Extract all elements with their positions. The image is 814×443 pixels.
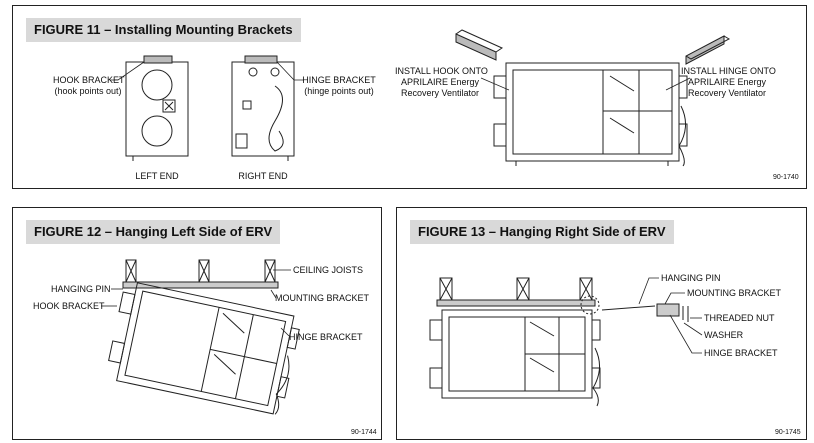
hinge-bracket-label: HINGE BRACKET (hinge points out)	[299, 75, 379, 97]
install-hinge-label-line1: INSTALL HINGE ONTO	[681, 66, 776, 76]
erv-unit-top-view	[455, 29, 731, 167]
threaded-nut-label: THREADED NUT	[704, 313, 775, 323]
install-hinge-label-line2: APRILAIRE Energy	[687, 77, 767, 87]
install-hook-label: INSTALL HOOK ONTO APRILAIRE Energy Recov…	[395, 66, 488, 99]
mounting-bracket-label: MOUNTING BRACKET	[275, 293, 370, 303]
figure-13-title: FIGURE 13 – Hanging Right Side of ERV	[410, 220, 674, 244]
install-hinge-label: INSTALL HINGE ONTO APRILAIRE Energy Reco…	[681, 66, 776, 99]
figure-13-panel: FIGURE 13 – Hanging Right Side of ERV	[396, 207, 807, 440]
figure-12-leaders	[101, 269, 291, 337]
figure-12-drawing	[101, 259, 300, 415]
ceiling-joists-label: CEILING JOISTS	[293, 265, 364, 275]
hook-bracket-label-fig12: HOOK BRACKET	[33, 301, 105, 311]
hinge-bracket-label-fig12: HINGE BRACKET	[289, 332, 363, 342]
hinge-bracket-label-line2: (hinge points out)	[304, 86, 374, 96]
right-end-unit	[231, 55, 295, 161]
hook-bracket-label-line1: HOOK BRACKET	[53, 75, 125, 85]
figure-13-code: 90-1745	[775, 429, 801, 436]
figure-13-leaders	[638, 277, 703, 354]
washer-label: WASHER	[704, 330, 744, 340]
hinge-bracket-label-fig13: HINGE BRACKET	[704, 348, 778, 358]
figure-11-drawing	[110, 29, 731, 167]
hook-bracket-label: HOOK BRACKET (hook points out)	[53, 75, 125, 97]
left-end-label: LEFT END	[135, 171, 179, 181]
install-hook-label-line1: INSTALL HOOK ONTO	[395, 66, 488, 76]
figure-13-drawing	[429, 277, 703, 407]
hanging-pin-label-fig13: HANGING PIN	[661, 273, 721, 283]
install-hook-label-line2: APRILAIRE Energy	[400, 77, 480, 87]
install-hinge-label-line3: Recovery Ventilator	[687, 88, 767, 98]
figure-12-panel: FIGURE 12 – Hanging Left Side of ERV	[12, 207, 382, 440]
mounting-bracket-label-fig13: MOUNTING BRACKET	[687, 288, 782, 298]
install-hook-label-line3: Recovery Ventilator	[400, 88, 480, 98]
figure-12-title: FIGURE 12 – Hanging Left Side of ERV	[26, 220, 281, 244]
figure-11-title: FIGURE 11 – Installing Mounting Brackets	[26, 18, 301, 42]
left-end-unit	[125, 55, 189, 161]
hinge-bracket-label-line1: HINGE BRACKET	[302, 75, 376, 85]
figure-11-leaders	[110, 61, 691, 91]
hanging-pin-label: HANGING PIN	[51, 284, 111, 294]
figure-11-panel: FIGURE 11 – Installing Mounting Brackets	[12, 5, 807, 189]
figure-12-code: 90-1744	[351, 429, 377, 436]
right-end-label: RIGHT END	[238, 171, 288, 181]
hook-bracket-label-line2: (hook points out)	[54, 86, 122, 96]
figure-11-code: 90-1740	[773, 174, 799, 181]
